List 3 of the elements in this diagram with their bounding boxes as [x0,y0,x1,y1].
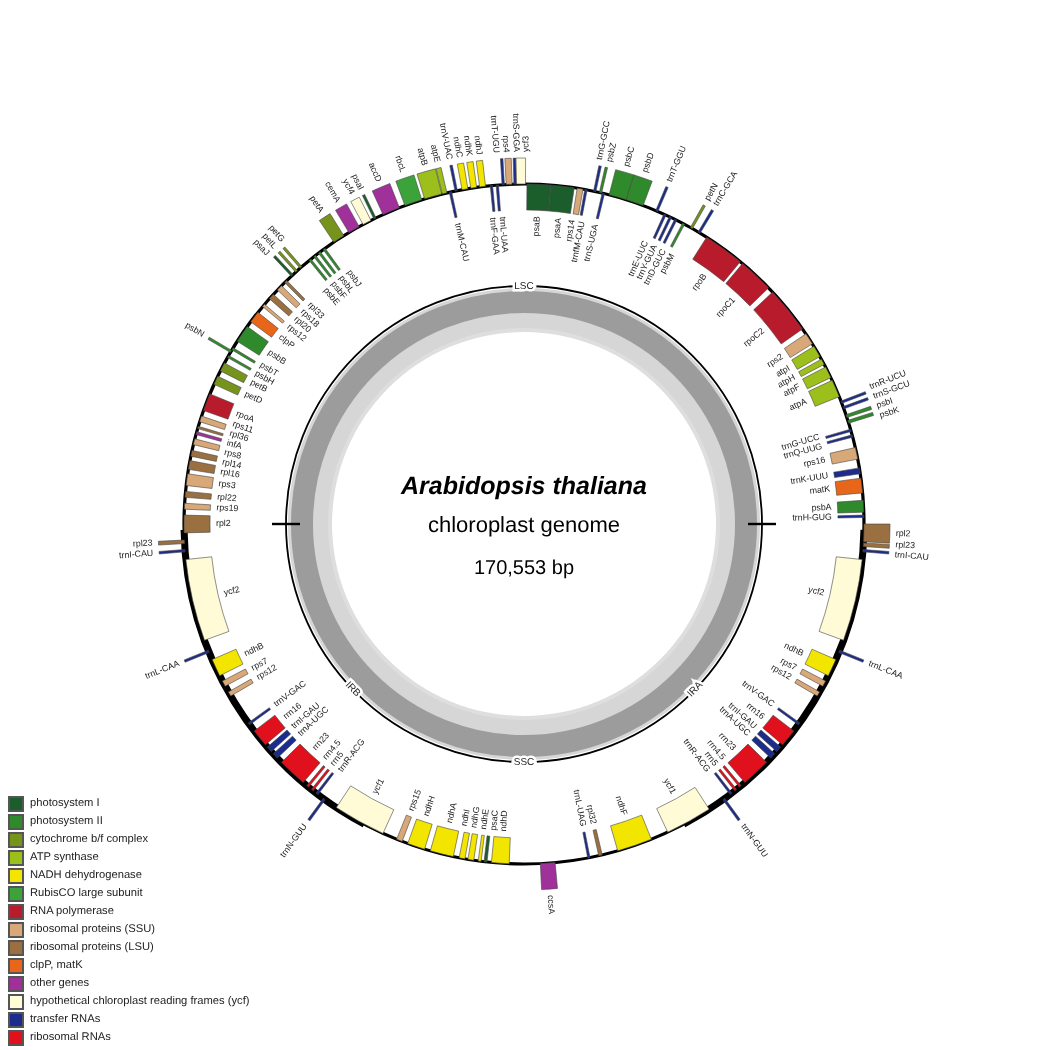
genome-title: chloroplast genome [425,514,622,538]
organism-name: Arabidopsis thaliana [398,472,649,500]
genome-length: 170,553 bp [471,558,577,580]
